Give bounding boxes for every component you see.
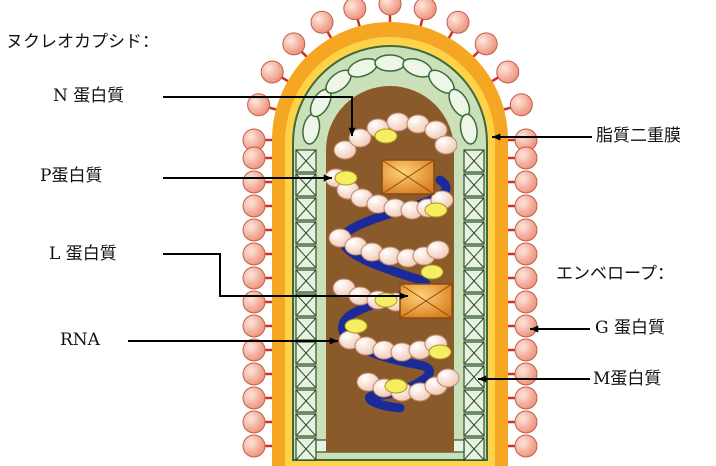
g-protein-ball (515, 243, 537, 265)
g-protein-ball (243, 219, 265, 241)
label-l-protein: L 蛋白質 (49, 244, 117, 264)
g-protein-ball (243, 195, 265, 217)
n-protein-bead (435, 136, 457, 154)
g-protein-ball (311, 11, 333, 33)
n-protein-bead (437, 369, 459, 387)
g-protein-ball (515, 411, 537, 433)
m-protein-unit (375, 55, 405, 71)
p-protein (335, 171, 357, 185)
p-protein (345, 319, 367, 333)
label-nucleocapsid: ヌクレオカプシド： (6, 32, 159, 52)
label-lipid-bilayer: 脂質二重膜 (596, 126, 681, 146)
g-protein-ball (515, 171, 537, 193)
p-protein (429, 345, 451, 359)
p-protein (385, 379, 407, 393)
g-protein-ball (515, 363, 537, 385)
g-protein-ball (515, 435, 537, 457)
g-protein-ball (515, 267, 537, 289)
p-protein (375, 129, 397, 143)
g-protein-ball (475, 33, 497, 55)
g-protein-ball (515, 291, 537, 313)
g-protein-ball (283, 33, 305, 55)
g-protein-ball (515, 387, 537, 409)
label-g-protein: G 蛋白質 (595, 318, 665, 338)
g-protein-ball (243, 363, 265, 385)
g-protein-ball (261, 61, 283, 83)
g-protein-ball (515, 195, 537, 217)
g-protein-ball (515, 339, 537, 361)
g-protein-ball (515, 147, 537, 169)
g-protein-ball (379, 0, 401, 15)
g-protein-ball (344, 0, 366, 20)
label-envelope: エンベロープ： (556, 264, 674, 284)
g-protein-ball (243, 387, 265, 409)
g-protein-ball (243, 243, 265, 265)
n-protein-bead (387, 113, 409, 131)
g-protein-ball (515, 219, 537, 241)
g-protein-ball (414, 0, 436, 20)
g-protein-ball (243, 267, 265, 289)
label-p-protein: P蛋白質 (40, 166, 102, 186)
label-m-protein: M蛋白質 (593, 369, 661, 389)
g-protein-ball (243, 171, 265, 193)
n-protein-bead (427, 241, 449, 259)
g-protein-ball (515, 315, 537, 337)
p-protein (421, 265, 443, 279)
g-protein-ball (447, 11, 469, 33)
g-protein-ball (510, 94, 532, 116)
label-n-protein: N 蛋白質 (53, 86, 124, 106)
g-protein-ball (243, 411, 265, 433)
g-protein-ball (243, 147, 265, 169)
g-protein-ball (497, 61, 519, 83)
g-protein-ball (243, 315, 265, 337)
g-protein-ball (243, 435, 265, 457)
g-protein-ball (243, 339, 265, 361)
label-rna: RNA (60, 330, 100, 350)
p-protein (425, 203, 447, 217)
g-protein-ball (243, 291, 265, 313)
